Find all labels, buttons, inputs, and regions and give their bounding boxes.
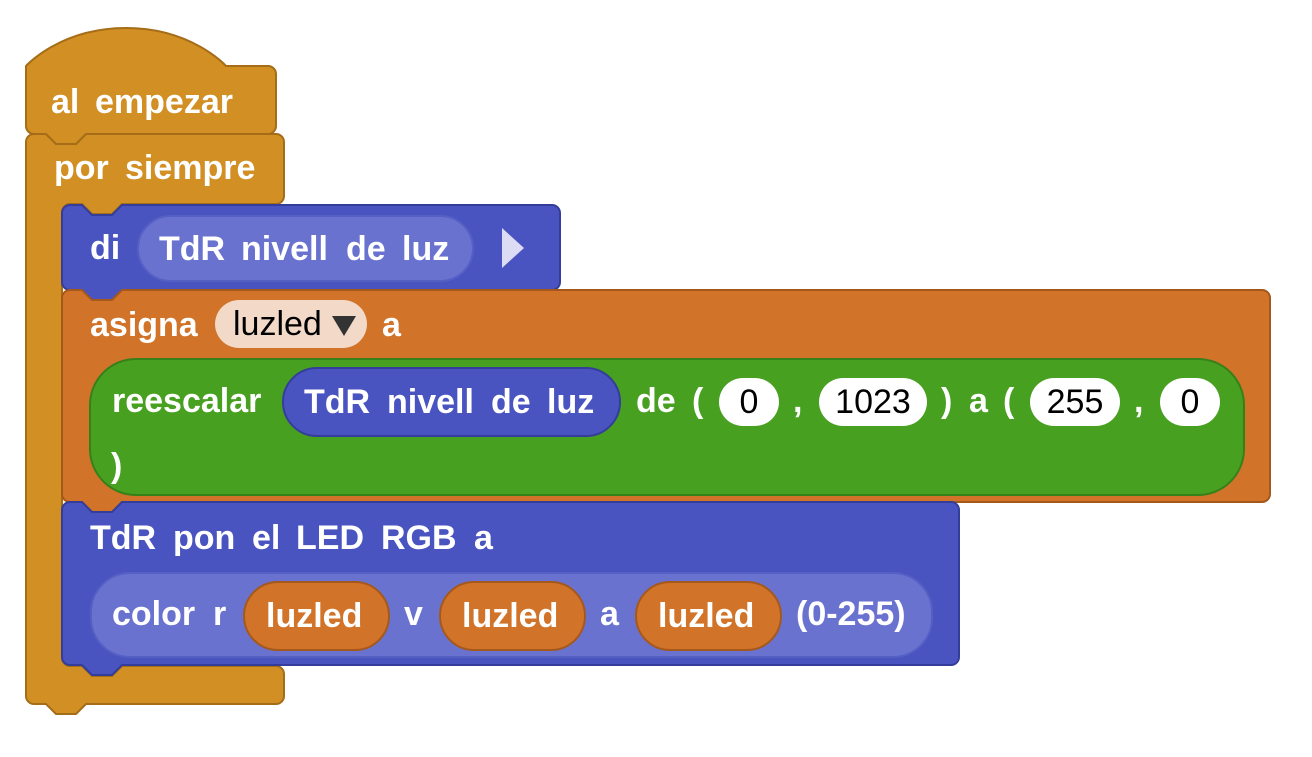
from-low-input[interactable]: 0 <box>719 378 779 426</box>
set-label: asigna <box>90 306 198 344</box>
map-open-paren-2: ( <box>1003 382 1015 420</box>
map-arg-word-3: de <box>491 383 531 421</box>
led-word-1: TdR <box>90 519 157 557</box>
r-variable-label: luzled <box>266 597 363 635</box>
color-r-label: r <box>213 595 227 633</box>
led-word-4: LED <box>296 519 364 557</box>
map-open-paren-1: ( <box>692 382 704 420</box>
b-variable-label: luzled <box>658 597 755 635</box>
led-word-2: pon <box>173 519 236 557</box>
map-close-paren-2: ) <box>111 447 123 485</box>
b-variable-reporter[interactable]: luzled <box>635 581 782 651</box>
say-arg-word-4: luz <box>402 230 450 268</box>
color-range-label: (0-255) <box>796 595 906 633</box>
say-arg-word-2: nivell <box>241 230 328 268</box>
led-word-5: RGB <box>381 519 457 557</box>
color-reporter[interactable]: color r luzled v luzled a luzled (0-255) <box>90 572 933 658</box>
say-arg-word-3: de <box>346 230 386 268</box>
on-start-label-1: al <box>51 83 80 121</box>
triangle-down-icon <box>332 316 356 336</box>
map-close-paren-1: ) <box>941 382 953 420</box>
map-arg-word-1: TdR <box>304 383 371 421</box>
map-to-label: a <box>969 382 988 420</box>
set-suffix: a <box>382 306 401 344</box>
say-label: di <box>90 229 121 267</box>
say-arg-word-1: TdR <box>159 230 226 268</box>
led-word-6: a <box>474 519 493 557</box>
map-arg-word-2: nivell <box>387 383 474 421</box>
map-arg-word-4: luz <box>547 383 595 421</box>
triangle-right-icon[interactable] <box>502 228 524 268</box>
say-light-sensor-reporter[interactable]: TdR nivell de luz <box>137 215 474 282</box>
r-variable-reporter[interactable]: luzled <box>243 581 390 651</box>
map-comma-1: , <box>793 382 803 420</box>
variable-dropdown-value: luzled <box>233 305 322 343</box>
on-start-block[interactable] <box>25 26 277 145</box>
map-light-sensor-reporter[interactable]: TdR nivell de luz <box>282 367 621 437</box>
g-variable-label: luzled <box>462 597 559 635</box>
color-a-label: a <box>600 595 619 633</box>
color-v-label: v <box>404 595 423 633</box>
g-variable-reporter[interactable]: luzled <box>439 581 586 651</box>
forever-label-1: por <box>54 149 109 187</box>
led-word-3: el <box>252 519 281 557</box>
color-label: color <box>112 595 196 633</box>
variable-dropdown[interactable]: luzled <box>215 300 367 348</box>
map-label: reescalar <box>112 382 262 420</box>
forever-label-2: siempre <box>125 149 256 187</box>
from-high-input[interactable]: 1023 <box>819 378 927 426</box>
map-from-label: de <box>636 382 676 420</box>
to-high-input[interactable]: 0 <box>1160 378 1220 426</box>
map-comma-2: , <box>1134 382 1144 420</box>
on-start-label-2: empezar <box>95 83 233 121</box>
to-low-input[interactable]: 255 <box>1030 378 1120 426</box>
